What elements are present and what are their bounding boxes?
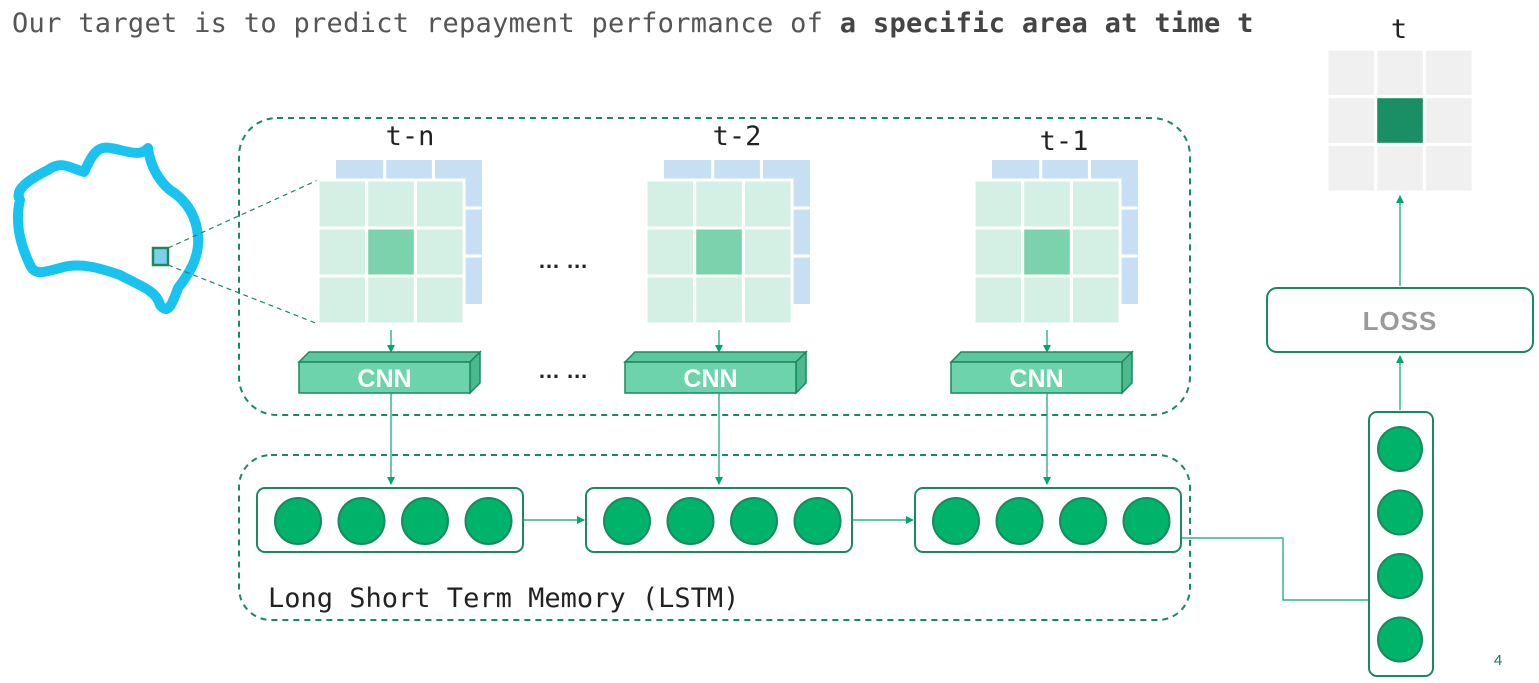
target-cell [1374,47,1426,99]
lstm-region-border [238,454,1191,621]
output-neuron [1377,489,1423,536]
slide-title-bold: a specific area at time t [839,8,1254,39]
zoom-line-top [167,179,319,249]
lstm-cell [256,487,524,553]
grid-cell [316,274,369,326]
grid-cell [741,178,794,230]
lstm-cell [585,487,853,553]
time-step-label: t-n [386,121,435,152]
output-neuron [1377,426,1423,472]
cnn-region-border [238,117,1191,416]
grid-cell [972,226,1025,278]
grid-cell [972,178,1025,230]
output-neuron [1377,553,1423,599]
target-cell-center [1374,95,1426,146]
lstm-unit [337,497,386,545]
grid-cell [365,274,417,326]
grid-cell [316,226,369,278]
target-cell [1374,142,1426,194]
target-cell [1325,47,1378,99]
grid-cell [1069,274,1122,326]
lstm-unit [666,497,715,545]
grid-cell [1021,178,1073,230]
grid-cell-center [693,226,745,278]
lstm-cells [256,487,1182,553]
output-column [1368,411,1434,677]
lstm-unit [274,497,322,545]
page-number: 4 [1494,652,1502,669]
grid-cell [1069,226,1122,278]
grid-cell [644,226,697,278]
grid-cell [413,226,466,278]
grid-cell [413,178,466,230]
cnn-label: CNN [357,365,411,393]
grid-cell [741,226,794,278]
target-cell [1422,142,1475,194]
target-cell [1422,47,1475,99]
input-grid [316,178,466,326]
slide-title: Our target is to predict repayment perfo… [12,8,1254,39]
grid-cell [316,178,369,230]
lstm-unit [401,497,449,545]
cnn-block: CNN [623,350,808,395]
grid-cell [1069,178,1122,230]
grid-cell [365,178,417,230]
target-grid [1325,47,1475,194]
grid-cell-center [1021,226,1073,278]
lstm-unit [603,497,651,545]
lstm-unit [793,497,842,545]
ellipsis-cnn: … … [538,358,588,383]
lstm-to-output-line [1182,537,1369,601]
target-time-label: t [1391,14,1407,45]
grid-cell [1021,274,1073,326]
grid-cell [741,274,794,326]
time-step-label: t-1 [1040,126,1089,157]
target-cell [1422,95,1475,146]
selected-area-marker [151,246,170,267]
loss-box [1266,287,1534,353]
grid-cell [413,274,466,326]
grid-cell [644,274,697,326]
grid-cell-center [365,226,417,278]
grid-cell [644,178,697,230]
time-step-label: t-2 [713,121,762,152]
lstm-unit [730,497,778,545]
cnn-label: CNN [1009,365,1063,393]
cnn-block: CNN [949,350,1134,395]
loss-label: LOSS [1363,306,1438,336]
grid-cell [972,274,1025,326]
lstm-cell [914,487,1182,553]
lstm-unit [995,497,1044,545]
input-grid [972,178,1122,326]
ellipsis-grids: … … [538,248,588,273]
lstm-unit [1059,497,1107,545]
output-neuron [1377,616,1423,663]
lstm-unit [932,497,980,545]
lstm-label: Long Short Term Memory (LSTM) [268,583,739,614]
australia-map-icon [12,142,204,314]
output-neurons [1368,411,1434,677]
target-cell [1325,142,1378,194]
lstm-unit [1122,497,1171,545]
slide-title-plain: Our target is to predict repayment perfo… [12,8,840,39]
grid-cell [693,178,745,230]
cnn-block: CNN [297,350,482,395]
grid-cell [693,274,745,326]
lstm-unit [464,497,513,545]
target-cell [1325,95,1378,146]
cnn-label: CNN [683,365,737,393]
input-grid [644,178,794,326]
